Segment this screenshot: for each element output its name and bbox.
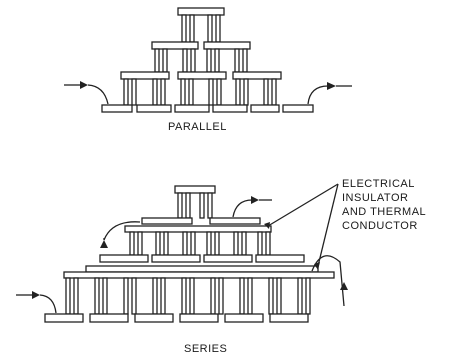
parallel-tier3-plate-2 <box>177 71 227 80</box>
parallel-tier3-plate-1 <box>120 71 170 80</box>
series-tier2-plate-left <box>141 217 193 225</box>
series-top-plate <box>174 185 216 194</box>
series-insulator-layer-1 <box>124 225 272 233</box>
series-right-loop-arrow <box>311 255 348 307</box>
series-tier2-plate-right <box>209 217 261 225</box>
parallel-base-plates <box>101 104 314 113</box>
parallel-input-arrow <box>64 81 109 105</box>
series-legs-top <box>177 192 213 219</box>
series-legs-tier2 <box>129 231 271 256</box>
series-insulator-layer-3 <box>63 271 335 279</box>
callout-line-4: CONDUCTOR <box>342 220 418 232</box>
parallel-tier2-right-plate <box>203 41 251 50</box>
series-caption: SERIES <box>184 343 228 355</box>
series-base-plates <box>44 313 309 323</box>
callout-line-2: INSULATOR <box>342 192 409 204</box>
parallel-top-plate <box>177 7 225 16</box>
series-stack <box>16 183 348 323</box>
callout-line-1: ELECTRICAL <box>342 178 415 190</box>
series-left-loop-arrow <box>100 221 141 248</box>
series-tier3-plates <box>99 254 305 263</box>
parallel-output-arrow <box>307 82 352 105</box>
callout-leader-lines <box>264 183 339 270</box>
insulator-callout: ELECTRICAL INSULATOR AND THERMAL CONDUCT… <box>342 177 426 233</box>
parallel-legs-tier2 <box>154 48 248 73</box>
parallel-legs-top <box>181 14 221 43</box>
series-top-output-arrow <box>232 196 272 218</box>
parallel-legs-tier3 <box>123 78 277 106</box>
parallel-tier3-plate-3 <box>232 71 282 80</box>
callout-line-3: AND THERMAL <box>342 206 427 218</box>
series-insulator-layer-2 <box>85 265 319 273</box>
series-legs-tier3 <box>65 277 311 315</box>
series-input-arrow <box>16 291 57 314</box>
parallel-stack <box>64 7 352 113</box>
parallel-caption: PARALLEL <box>168 121 227 133</box>
parallel-tier2-left-plate <box>151 41 199 50</box>
